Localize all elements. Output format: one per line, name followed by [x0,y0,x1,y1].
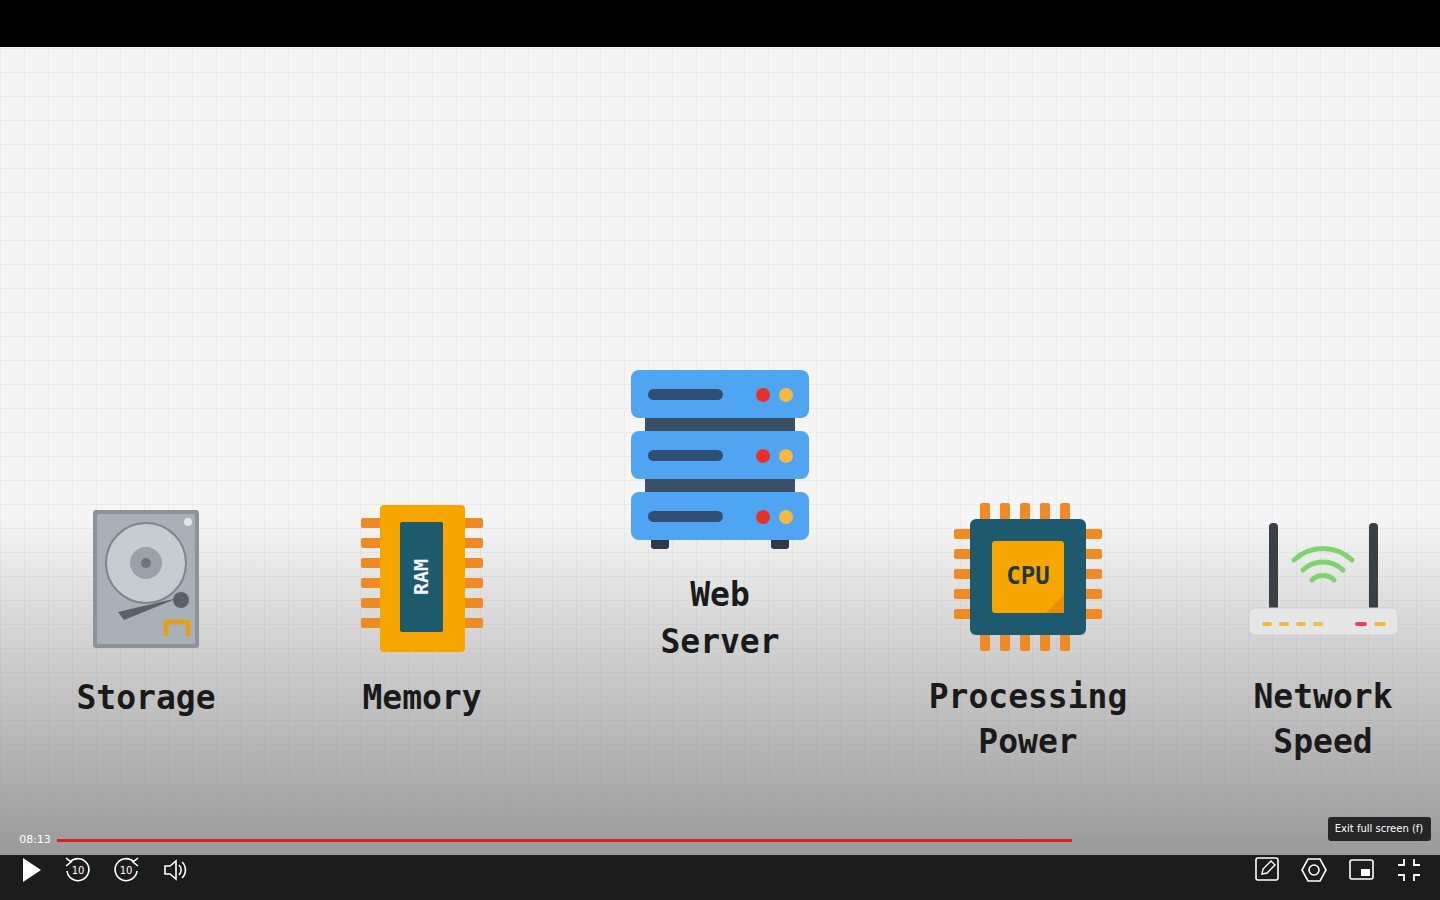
chip-text: CPU [992,561,1064,591]
cpu-icon [954,503,1102,651]
ram-icon [361,505,483,652]
skip-seconds: 10 [68,864,88,877]
tooltip-text: Exit full screen (f) [1328,822,1431,836]
component-label: Network Speed [1238,674,1408,764]
component-label: Processing Power [908,674,1148,764]
component-label: Memory [322,675,522,721]
player-controls [0,817,1440,900]
component-label: Storage [46,675,246,721]
time-elapsed: 08:13 [10,833,60,847]
chip-text: RAM [408,527,434,627]
component-label: Web Server [625,571,815,665]
hdd-icon [93,510,199,648]
router-icon [1249,523,1398,635]
server-icon [631,370,809,549]
skip-seconds: 10 [116,864,136,877]
